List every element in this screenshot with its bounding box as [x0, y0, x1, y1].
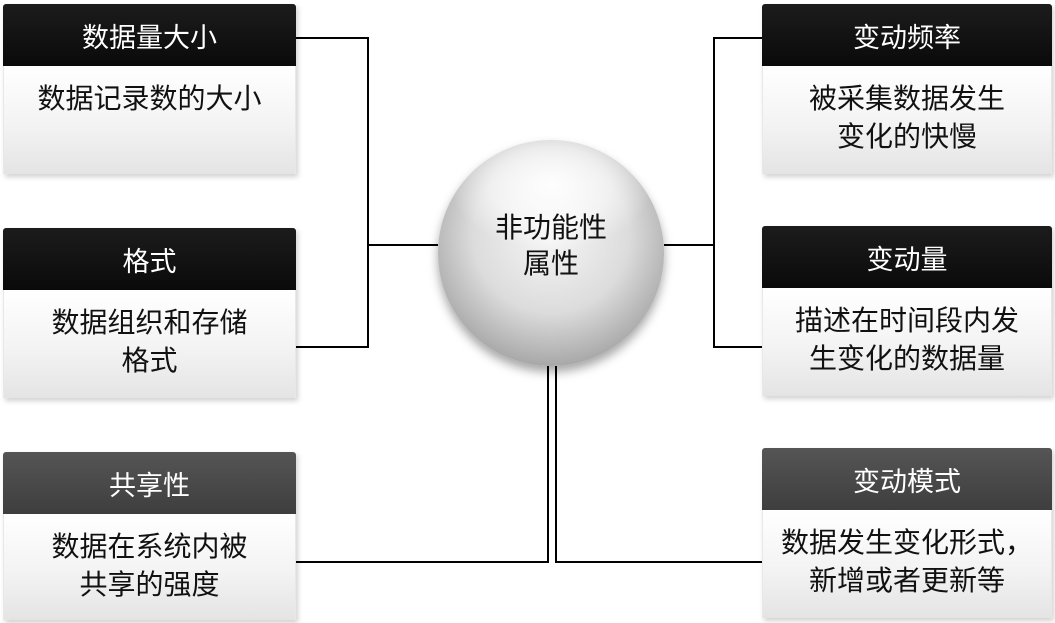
- card-description-line: 数据在系统内被: [51, 530, 248, 563]
- card-description-line: 数据记录数的大小: [37, 82, 262, 115]
- card-description-line: 新增或者更新等: [808, 564, 1005, 597]
- card-description-line: 共享的强度: [79, 568, 220, 601]
- card-format: 格式 数据组织和存储 格式: [3, 228, 296, 398]
- card-title: 变动量: [762, 226, 1052, 288]
- card-description-line: 数据组织和存储: [51, 306, 248, 339]
- connector-right-2: [713, 245, 762, 348]
- card-description: 数据组织和存储 格式: [3, 290, 296, 398]
- card-description: 数据发生变化形式， 新增或者更新等: [762, 510, 1052, 618]
- connector-left-2: [296, 245, 369, 348]
- connector-left-3: [296, 366, 549, 563]
- card-description: 描述在时间段内发 生变化的数据量: [762, 288, 1052, 396]
- card-change-frequency: 变动频率 被采集数据发生 变化的快慢: [762, 4, 1052, 174]
- center-label-line: 非功能性: [494, 211, 607, 244]
- card-data-volume: 数据量大小 数据记录数的大小: [3, 4, 296, 174]
- card-description-line: 变化的快慢: [836, 120, 977, 153]
- card-title: 格式: [3, 228, 296, 290]
- card-description-line: 生变化的数据量: [808, 342, 1005, 375]
- card-change-pattern: 变动模式 数据发生变化形式， 新增或者更新等: [762, 448, 1052, 618]
- center-sphere: [438, 140, 664, 366]
- connector-right-1: [664, 37, 762, 246]
- card-title: 共享性: [3, 452, 296, 514]
- card-description-line: 被采集数据发生: [808, 82, 1005, 115]
- card-description-line: 数据发生变化形式，: [780, 526, 1033, 559]
- connector-right-3: [555, 366, 762, 563]
- card-description: 数据在系统内被 共享的强度: [3, 514, 296, 620]
- card-description-line: 描述在时间段内发: [794, 304, 1019, 337]
- card-sharing: 共享性 数据在系统内被 共享的强度: [3, 452, 296, 620]
- center-label-line: 属性: [522, 247, 579, 280]
- card-title: 变动频率: [762, 4, 1052, 66]
- card-description: 被采集数据发生 变化的快慢: [762, 66, 1052, 174]
- card-description: 数据记录数的大小: [3, 66, 296, 174]
- center-label: 非功能性 属性: [438, 210, 664, 282]
- card-change-volume: 变动量 描述在时间段内发 生变化的数据量: [762, 226, 1052, 396]
- card-description-line: 格式: [121, 344, 178, 377]
- connector-left-1: [296, 37, 438, 246]
- card-title: 数据量大小: [3, 4, 296, 66]
- card-title: 变动模式: [762, 448, 1052, 510]
